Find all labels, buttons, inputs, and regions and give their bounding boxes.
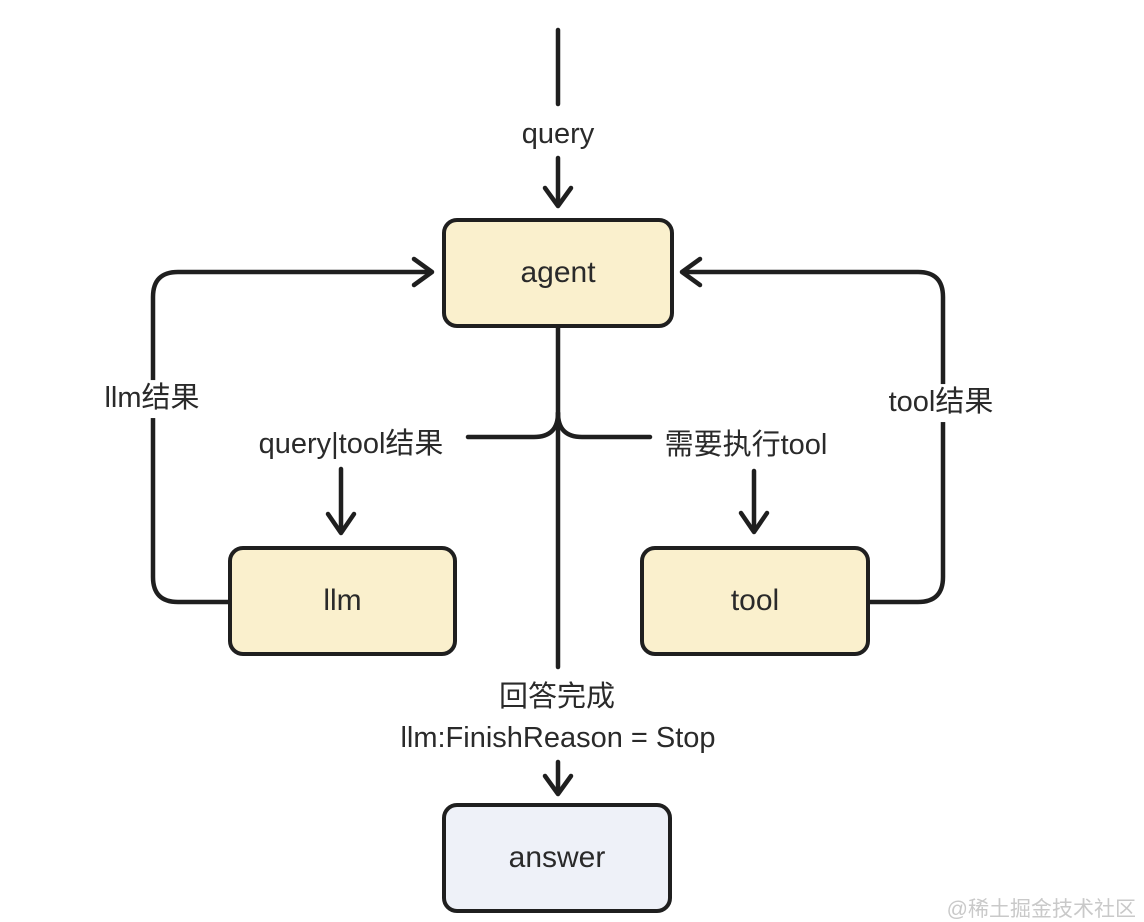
- edge-branch-left: [465, 410, 561, 440]
- node-agent: agent: [442, 218, 674, 328]
- arrowhead-tool-to-agent: [679, 256, 703, 288]
- node-tool: tool: [640, 546, 870, 656]
- edge-label-query: query: [521, 118, 595, 151]
- arrowhead-llm-to-agent: [411, 256, 435, 288]
- node-llm-label: llm: [323, 584, 362, 617]
- arrowhead-to-llm: [325, 511, 357, 536]
- edge-label-llm-result: llm结果: [100, 380, 204, 418]
- arrowhead-query-to-agent: [542, 185, 574, 209]
- node-agent-label: agent: [520, 256, 596, 289]
- arrowhead-to-tool: [738, 510, 770, 535]
- node-answer-label: answer: [508, 841, 606, 874]
- edge-label-finish-line2: llm:FinishReason = Stop: [400, 722, 716, 755]
- node-answer: answer: [442, 803, 672, 913]
- edge-llm-to-agent: [150, 269, 431, 605]
- edge-label-tool-result: tool结果: [884, 384, 998, 422]
- edge-branch-right: [555, 410, 653, 440]
- watermark: @稀土掘金技术社区: [946, 898, 1136, 921]
- node-llm: llm: [228, 546, 457, 656]
- edge-label-need-tool: 需要执行tool: [664, 429, 828, 462]
- edge-tool-to-agent: [683, 269, 946, 605]
- node-tool-label: tool: [730, 584, 780, 617]
- edge-label-query-or-tool-result: query|tool结果: [258, 428, 444, 461]
- arrowhead-to-answer: [542, 773, 574, 797]
- edge-label-finish-line1: 回答完成: [498, 681, 616, 714]
